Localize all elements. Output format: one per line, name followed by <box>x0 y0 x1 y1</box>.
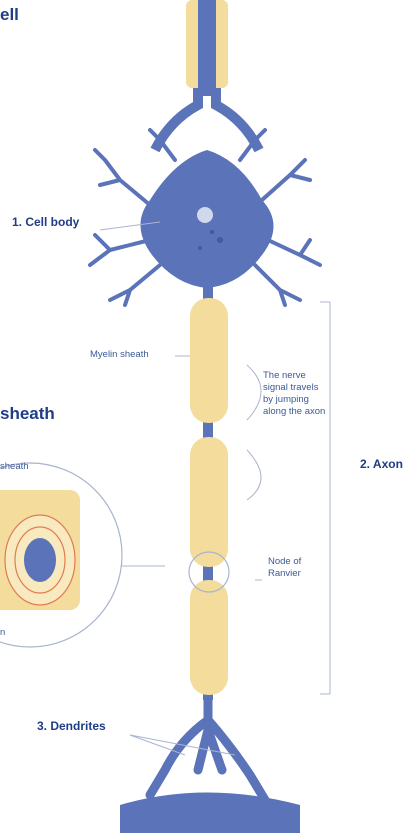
top-axon-terminal <box>155 0 259 150</box>
myelin-segments <box>190 298 228 695</box>
myelin-segment <box>190 298 228 423</box>
inset-sheath-fragment: sheath <box>0 462 29 472</box>
node-of-ranvier-label: Node of Ranvier <box>268 556 323 580</box>
myelin-crosssection-illustration <box>0 463 122 647</box>
bottom-membrane <box>120 793 300 833</box>
cell-body-label: 1. Cell body <box>12 216 79 229</box>
myelin-segment <box>190 437 228 567</box>
myelin-segment <box>190 580 228 695</box>
dendrites-label: 3. Dendrites <box>37 720 106 733</box>
top-title-fragment: ell <box>0 6 19 25</box>
myelin-sheath-label: Myelin sheath <box>90 350 149 360</box>
inset-bottom-fragment: n <box>0 628 5 638</box>
cell-body <box>140 150 273 288</box>
axon-label: 2. Axon <box>360 458 403 471</box>
inset-title-fragment: sheath <box>0 405 55 424</box>
nerve-signal-label: The nerve signal travels by jumping alon… <box>263 370 329 418</box>
